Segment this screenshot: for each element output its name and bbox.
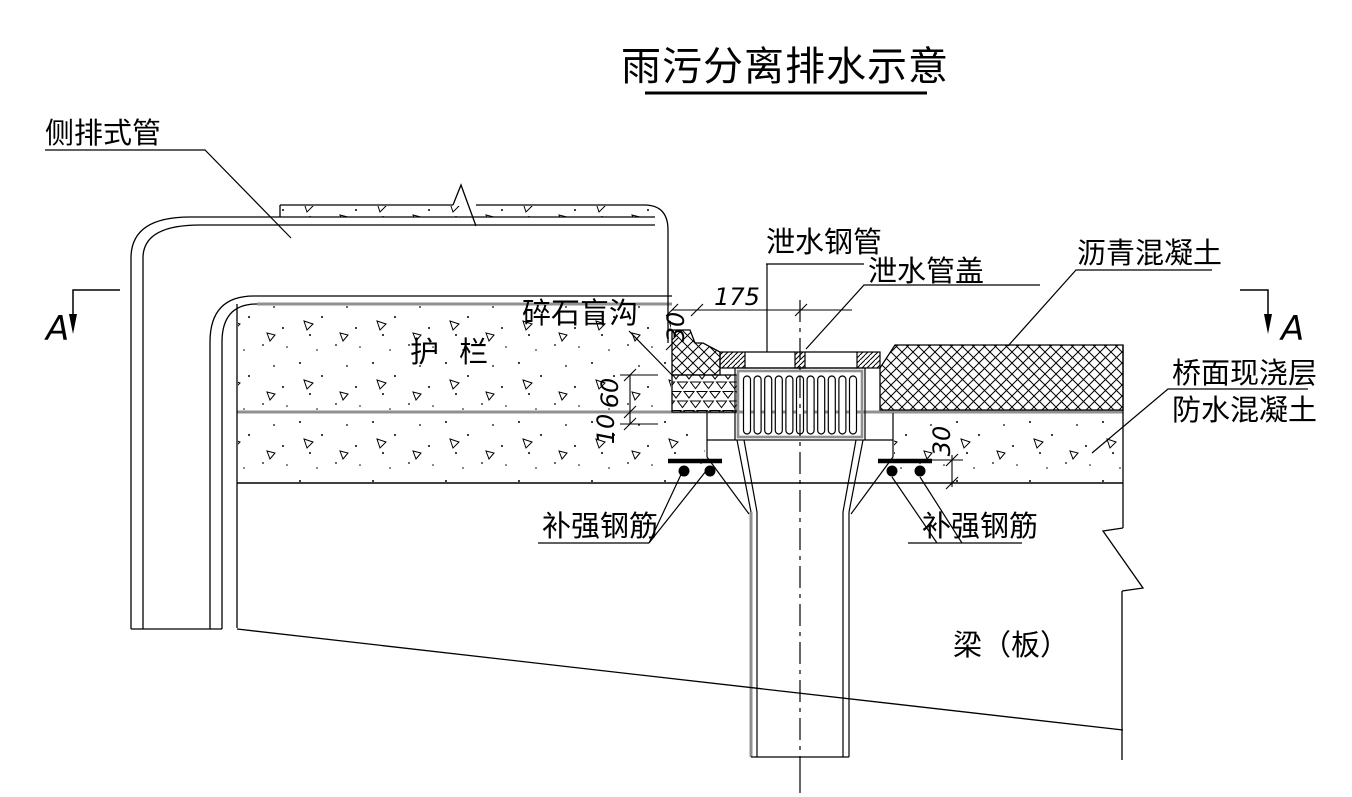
reinforcing-bars — [668, 458, 963, 477]
dim-30-top: 30 — [662, 312, 690, 343]
label-gravel-blind-ditch: 碎石盲沟 — [522, 297, 638, 330]
label-side-drain-pipe: 侧排式管 — [45, 117, 161, 150]
leader-drain-pipe-cover — [805, 284, 1040, 350]
asphalt-right-band — [879, 344, 1124, 411]
label-drain-pipe-cover: 泄水管盖 — [868, 255, 984, 288]
text-labels: 侧排式管 碎石盲沟 护 栏 泄水钢管 泄水管盖 沥青混凝土 桥面现浇层 防水混凝… — [45, 117, 1317, 662]
label-asphalt-concrete: 沥青混凝土 — [1077, 237, 1222, 270]
leader-deck-layer — [1091, 388, 1308, 454]
dimensions: 175 30 60 10 30 — [592, 283, 959, 490]
concrete-textures — [238, 206, 1122, 482]
drawing-title: 雨污分离排水示意 — [621, 45, 949, 89]
break-symbol-top — [452, 183, 477, 227]
label-drain-steel-pipe: 泄水钢管 — [766, 226, 882, 259]
guardrail-concrete — [238, 305, 671, 411]
deck-concrete-right — [894, 413, 1122, 482]
section-markers: A A — [44, 289, 1304, 349]
title-block: 雨污分离排水示意 — [621, 45, 949, 95]
drain-downpipe — [706, 300, 894, 793]
leader-asphalt-concrete — [1007, 269, 1212, 347]
gravel-blind-ditch-area — [671, 374, 738, 413]
leader-side-drain-pipe — [45, 149, 292, 239]
dim-60: 60 — [596, 378, 624, 409]
section-letter-right: A — [1279, 309, 1304, 349]
dim-175: 175 — [714, 283, 760, 311]
side-drain-pipe-shape — [130, 216, 258, 630]
section-letter-left: A — [44, 309, 69, 349]
label-rebar-left: 补强钢筋 — [542, 510, 658, 543]
dim-10: 10 — [592, 414, 620, 445]
deck-concrete-left — [238, 413, 705, 482]
label-deck-cast-layer: 桥面现浇层 — [1172, 357, 1317, 390]
leader-lines — [45, 149, 1308, 544]
label-guardrail: 护 栏 — [410, 336, 494, 369]
leader-gravel-blind-ditch — [628, 330, 674, 377]
section-arrow-right — [1264, 314, 1272, 334]
guardrail-outline — [190, 183, 672, 628]
label-rebar-right: 补强钢筋 — [922, 510, 1038, 543]
section-arrow-left — [69, 314, 77, 334]
label-beam-slab: 梁（板） — [953, 629, 1069, 662]
break-symbol-right — [1101, 527, 1145, 592]
beam-outline — [236, 345, 1145, 760]
dim-30-right: 30 — [928, 426, 956, 457]
label-waterproof-concrete: 防水混凝土 — [1172, 394, 1317, 427]
rail-cap-concrete — [281, 206, 659, 217]
